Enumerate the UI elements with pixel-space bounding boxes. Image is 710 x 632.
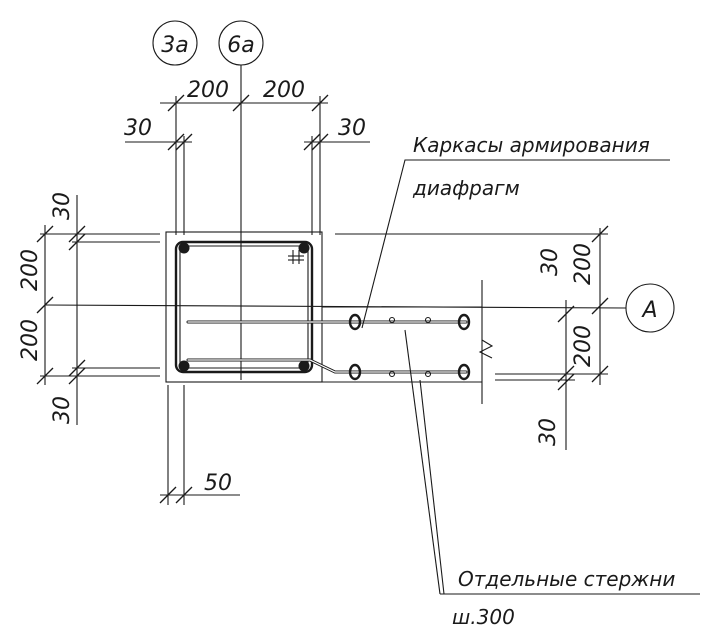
dimension-bottom: 50 <box>159 385 240 505</box>
axis-bubble-a: А <box>625 283 675 333</box>
dimension-top: 200 200 30 30 <box>124 78 370 235</box>
leader-rods: Отдельные стержни ш.300 <box>404 329 700 629</box>
label-rods-line2: ш.300 <box>452 605 515 629</box>
axis-label-6a: 6а <box>227 33 254 58</box>
leader-frames: Каркасы армирования диафрагм <box>361 133 670 329</box>
label-rods-line1: Отдельные стержни <box>458 567 675 591</box>
dim-top-left: 200 <box>187 78 229 103</box>
dim-bottom-width: 50 <box>204 471 232 496</box>
label-frames-line2: диафрагм <box>412 176 520 200</box>
axis-label-3a: 3а <box>161 33 188 58</box>
dimension-right: 30 200 200 30 <box>335 225 609 450</box>
dim-left-lower: 200 <box>18 319 43 361</box>
dim-right-upper: 200 <box>571 243 596 285</box>
dim-left-upper: 200 <box>18 249 43 291</box>
dim-top-right: 200 <box>263 78 305 103</box>
axis-bubble-6a: 6а <box>218 20 264 66</box>
dim-top-offset-left: 30 <box>124 116 152 141</box>
axis-label-a: А <box>640 298 657 323</box>
dim-right-offset-top: 30 <box>538 248 563 276</box>
diaphragm-wall <box>186 280 494 404</box>
axis-bubble-3a: 3а <box>152 20 198 66</box>
label-frames-line1: Каркасы армирования <box>413 133 650 157</box>
dim-left-top-offset: 30 <box>50 192 75 220</box>
dim-top-offset-right: 30 <box>338 116 366 141</box>
dimension-left: 30 200 200 30 <box>18 192 160 425</box>
dim-right-lower: 200 <box>571 325 596 367</box>
dim-right-offset-bottom: 30 <box>536 418 561 446</box>
dim-left-bottom-offset: 30 <box>50 396 75 424</box>
